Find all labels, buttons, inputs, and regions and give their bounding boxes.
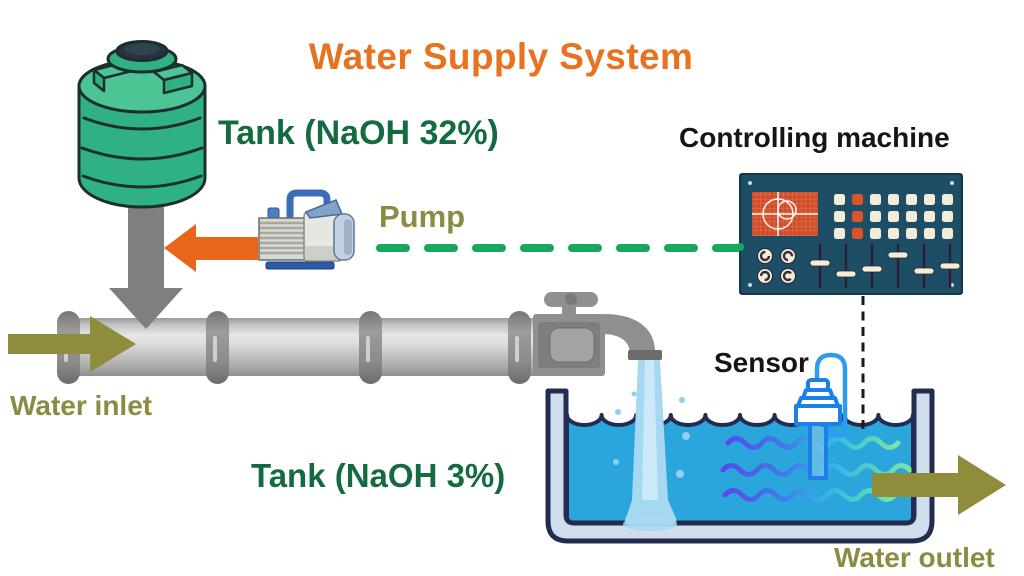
sensor-label: Sensor: [714, 347, 809, 378]
dashed-black-line: [861, 296, 865, 430]
page-title: Water Supply System: [308, 36, 694, 77]
right-arrow-icon: [8, 316, 136, 372]
probe-sensor-icon: [794, 352, 848, 480]
pump-label: Pump: [379, 199, 466, 234]
pipe-coupling-icon: [359, 311, 382, 384]
controller-label: Controlling machine: [679, 122, 950, 153]
water-stream-icon: [613, 360, 690, 531]
pipe-coupling-icon: [508, 311, 531, 384]
storage-tank-icon: [77, 40, 207, 209]
water-inlet-label: Water inlet: [10, 390, 153, 421]
down-arrow-icon: [109, 198, 183, 329]
mixing-tank-label: Tank (NaOH 3%): [251, 457, 506, 494]
supply-tank-label: Tank (NaOH 32%): [218, 114, 499, 152]
water-outlet-label: Water outlet: [834, 542, 995, 573]
faucet-icon: [533, 292, 662, 376]
control-panel-icon: [738, 173, 963, 295]
left-arrow-icon: [164, 224, 258, 272]
right-arrow-icon: [872, 455, 1006, 515]
dashed-green-line: [376, 244, 744, 252]
pipe-coupling-icon: [206, 311, 229, 384]
pump-icon: [258, 189, 355, 270]
pipe-icon: [58, 318, 546, 376]
